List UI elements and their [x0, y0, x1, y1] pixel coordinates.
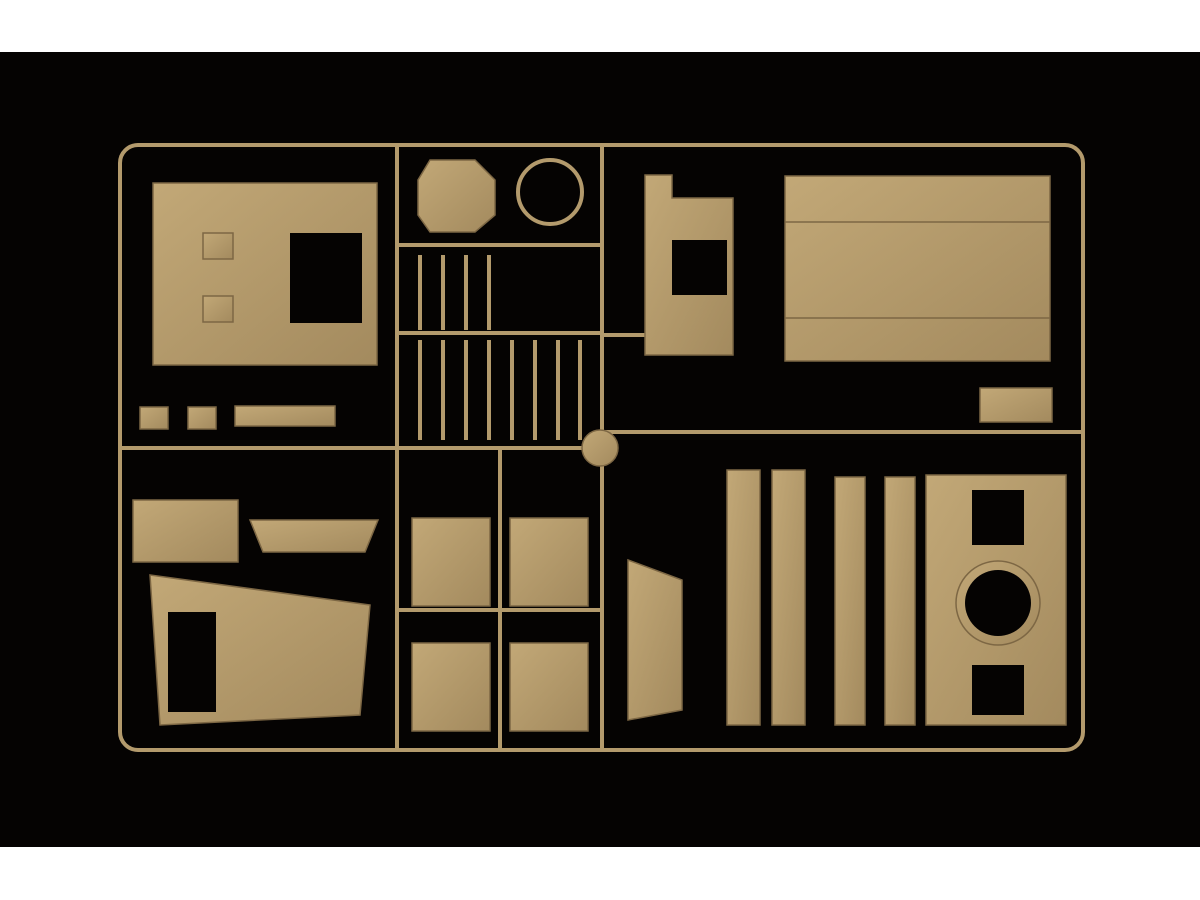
track-guard: [726, 469, 761, 726]
rod-bundles: [411, 517, 589, 732]
deck-plate: [784, 175, 1051, 362]
sprue-parts: [132, 158, 1067, 732]
sprue-illustration: [118, 143, 1085, 752]
sprue-frame: [118, 143, 1085, 752]
sprue-photo: [0, 52, 1200, 847]
ring-part: [516, 158, 584, 226]
small-rods: [418, 255, 582, 440]
turret-octagon: [417, 159, 496, 233]
